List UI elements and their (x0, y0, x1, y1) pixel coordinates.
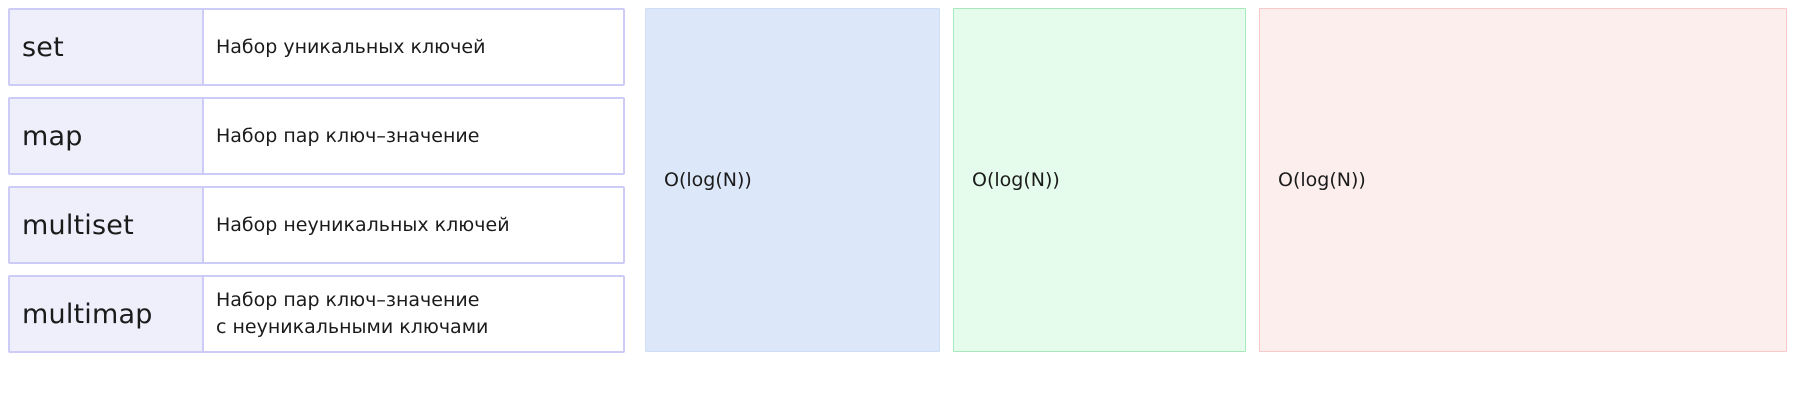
complexity-label: O(log(N)) (664, 169, 752, 191)
container-description-cell: Набор уникальных ключей (204, 10, 623, 84)
container-name-cell: map (10, 99, 204, 173)
description-line-1: Набор пар ключ–значение (216, 289, 480, 312)
container-description-cell: Набор неуникальных ключей (204, 188, 623, 262)
complexity-label: O(log(N)) (972, 169, 1060, 191)
container-description-cell: Набор пар ключ–значение с неуникальными … (204, 277, 623, 351)
complexity-label: O(log(N)) (1278, 169, 1366, 191)
description-line-1: Набор уникальных ключей (216, 35, 486, 58)
table-row: multiset Набор неуникальных ключей (8, 186, 625, 264)
complexity-box-green: O(log(N)) (953, 8, 1246, 352)
complexity-box-blue: O(log(N)) (645, 8, 940, 352)
container-name-cell: set (10, 10, 204, 84)
container-name-cell: multimap (10, 277, 204, 351)
description-line-1: Набор неуникальных ключей (216, 213, 510, 236)
table-row: multimap Набор пар ключ–значение с неуни… (8, 275, 625, 353)
table-row: set Набор уникальных ключей (8, 8, 625, 86)
table-row: map Набор пар ключ–значение (8, 97, 625, 175)
description-line-1: Набор пар ключ–значение (216, 124, 480, 147)
description-line-2: с неуникальными ключами (216, 316, 489, 338)
container-types-table: set Набор уникальных ключей map Набор па… (8, 8, 625, 360)
container-description-cell: Набор пар ключ–значение (204, 99, 623, 173)
container-name-cell: multiset (10, 188, 204, 262)
complexity-box-pink: O(log(N)) (1259, 8, 1787, 352)
